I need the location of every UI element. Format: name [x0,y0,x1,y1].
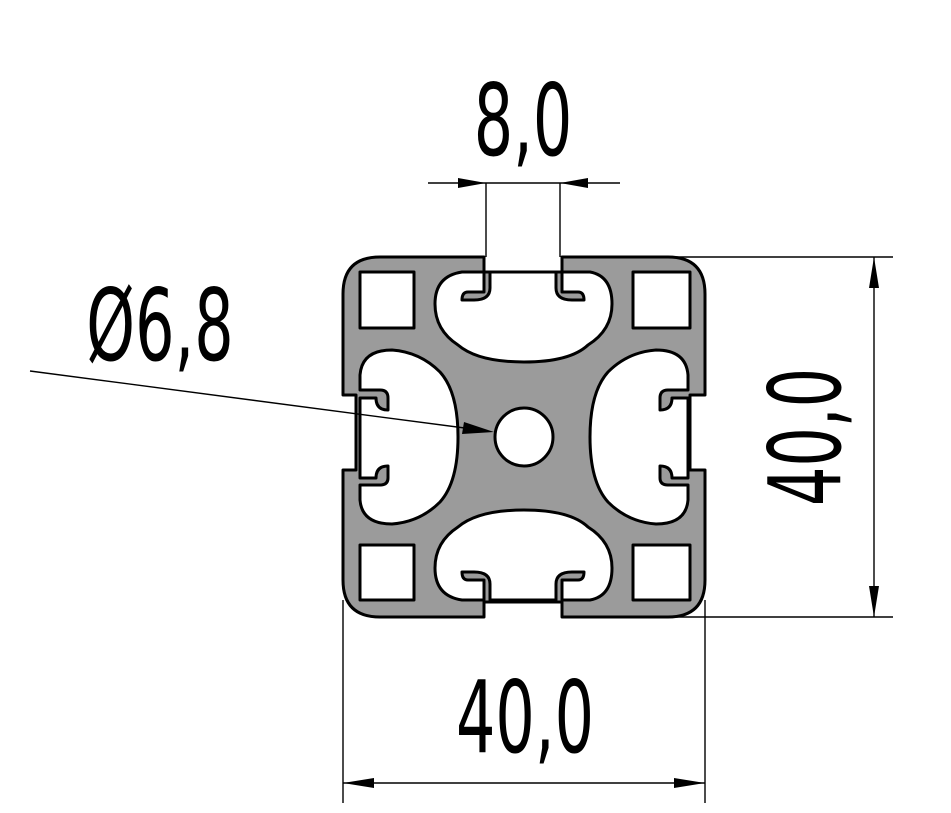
height-label: 40,0 [747,368,864,506]
dimension-height: 40,0 [668,256,893,618]
dimension-width: 40,0 [342,600,706,803]
bottom-slot-opening [486,604,560,616]
dimension-slot-width: 8,0 [428,62,620,257]
width-label: 40,0 [456,659,594,776]
bore-diameter-label: Ø6,8 [86,267,233,384]
right-slot-opening [692,397,704,468]
profile-body [341,255,707,619]
aluminium-profile-section [341,255,707,619]
top-slot-opening [486,258,560,270]
left-slot-opening [344,397,354,468]
slot-width-label: 8,0 [474,62,573,179]
dimension-bore-diameter: Ø6,8 [29,267,494,434]
